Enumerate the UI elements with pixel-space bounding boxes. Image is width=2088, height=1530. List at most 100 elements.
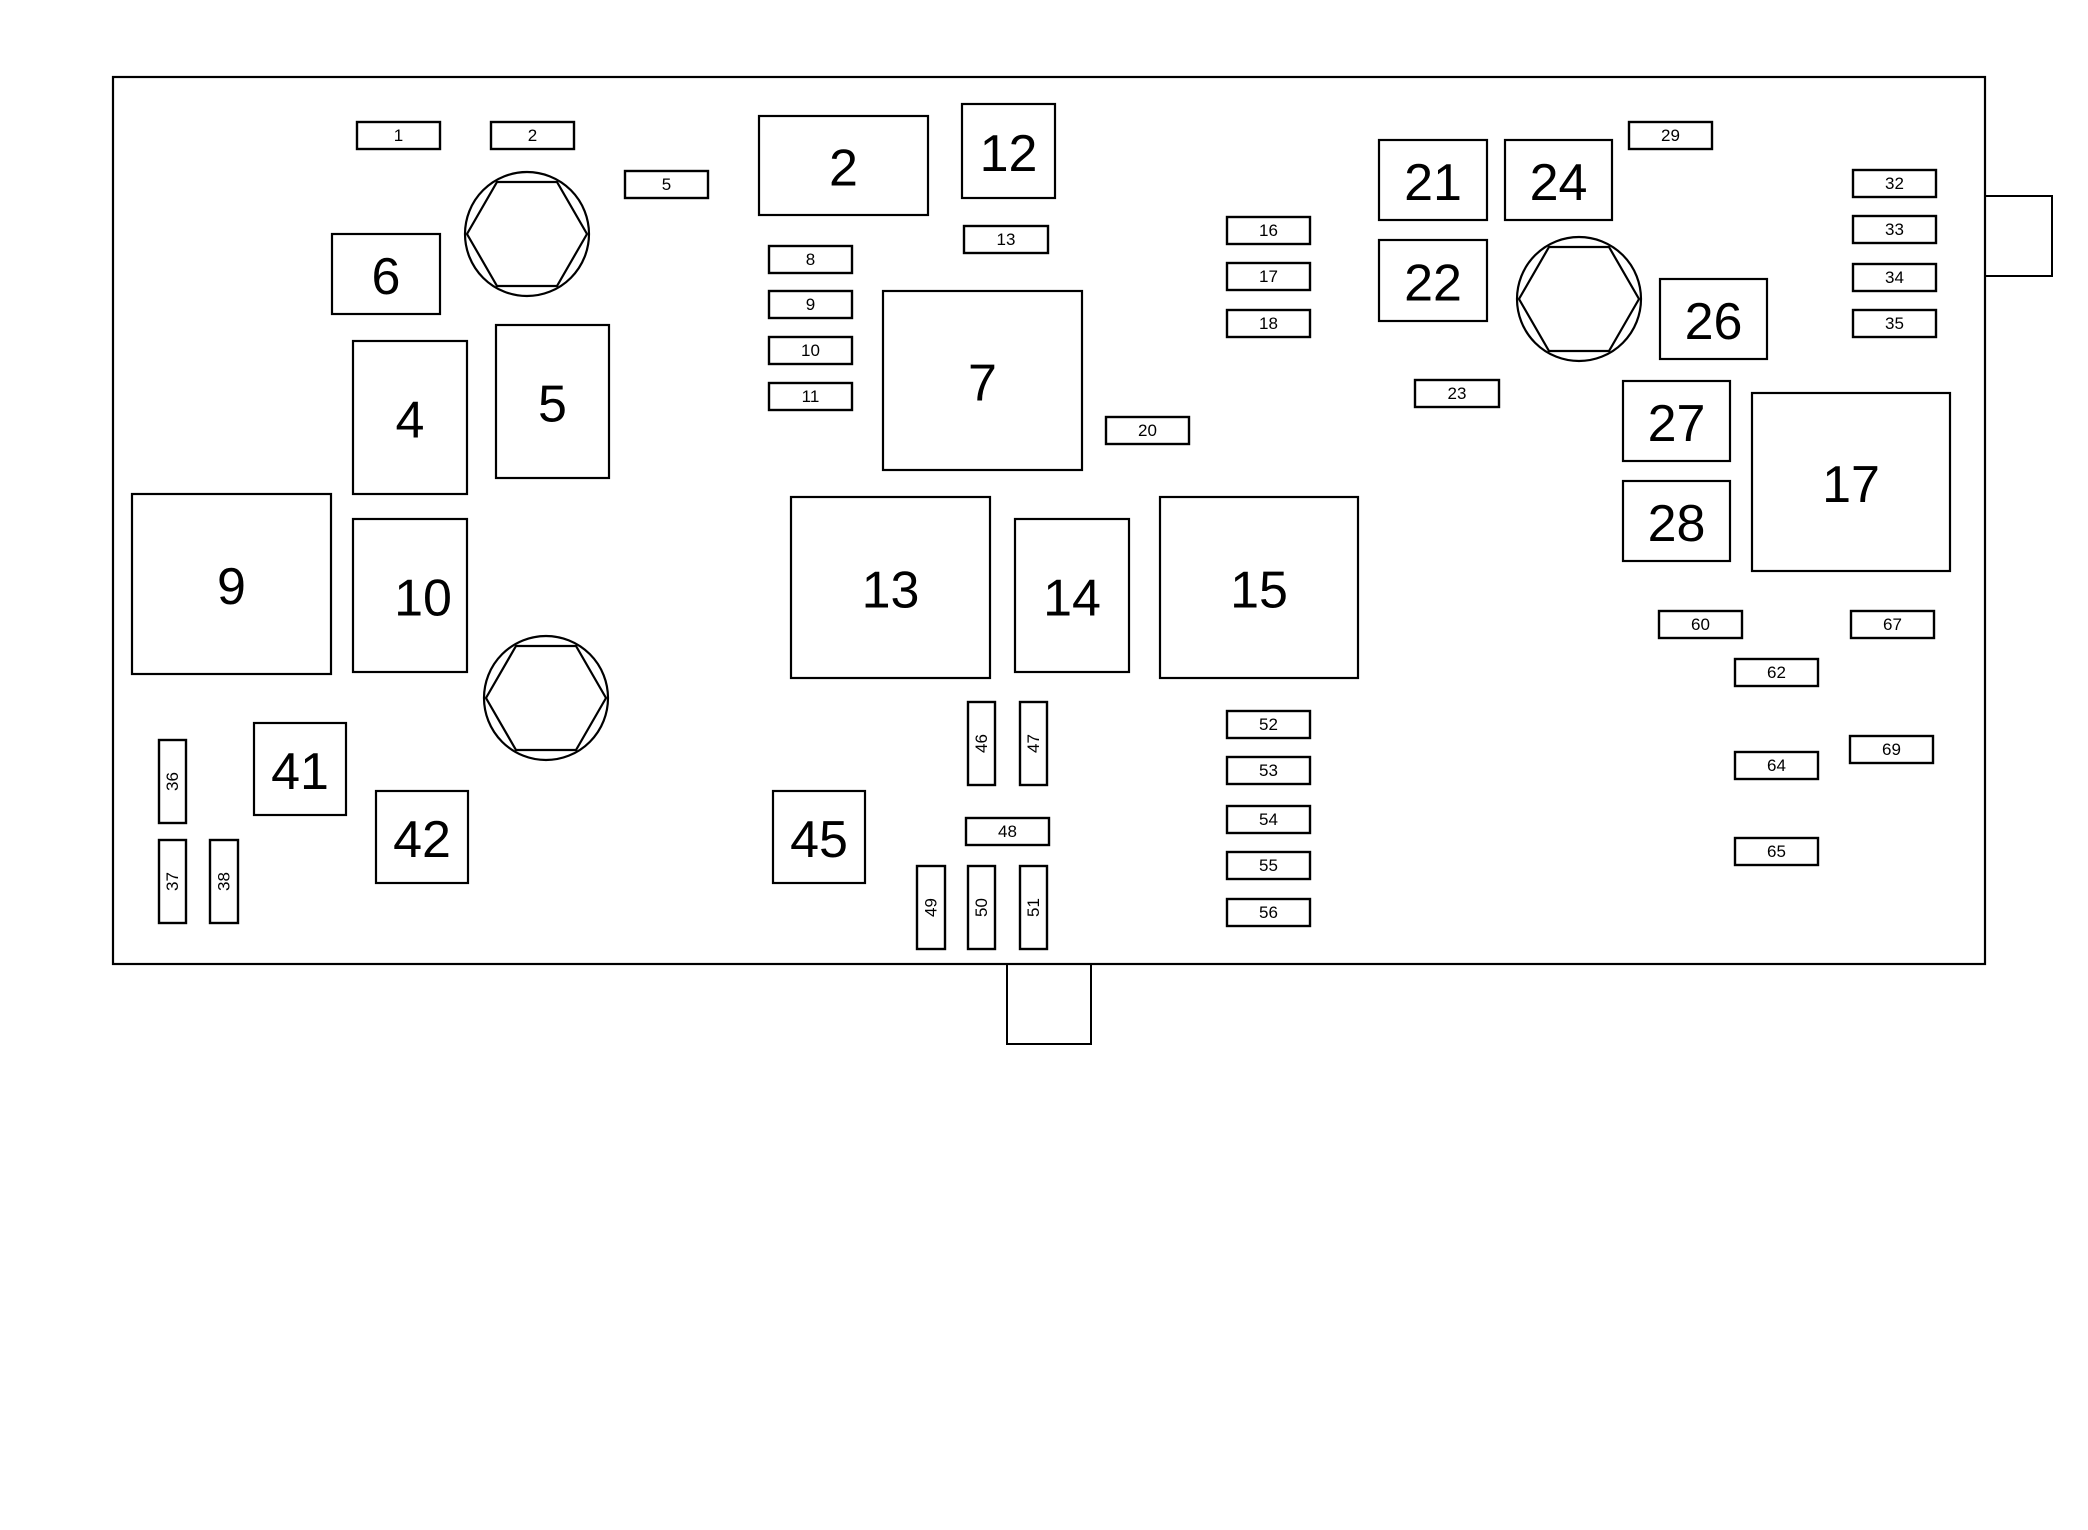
fuse-8-label: 8 — [806, 250, 815, 269]
relay-4-box — [351, 339, 469, 496]
fuse-67: 67 — [1849, 609, 1936, 640]
fuse-69: 69 — [1848, 734, 1935, 765]
fuse-17: 17 — [1225, 261, 1312, 292]
fuse-65: 65 — [1733, 836, 1820, 867]
fuse-13-label: 13 — [997, 230, 1016, 249]
fuse-34: 34 — [1851, 262, 1938, 293]
fuse-9-label: 9 — [806, 295, 815, 314]
relay-7-label: 7 — [968, 355, 997, 413]
fuse-2-label: 2 — [528, 126, 537, 145]
relay-15-box — [1158, 495, 1360, 680]
fuse-47: 47 — [1018, 700, 1049, 787]
fuse-50-box — [966, 864, 997, 951]
fuse-62: 62 — [1733, 657, 1820, 688]
fuse-5-box — [623, 169, 710, 200]
relay-5-box — [494, 323, 611, 480]
mounting-bolt-1 — [463, 170, 591, 298]
relay-21: 21 — [1377, 138, 1489, 222]
bottom-mounting-tab — [1006, 963, 1092, 1045]
fuse-53: 53 — [1225, 755, 1312, 786]
relay-28-box — [1621, 479, 1732, 563]
relay-6-box — [330, 232, 442, 316]
fuse-35: 35 — [1851, 308, 1938, 339]
fuse-2: 2 — [489, 120, 576, 151]
relay-42: 42 — [374, 789, 470, 885]
bolt-circle — [1515, 235, 1643, 363]
fuse-56: 56 — [1225, 897, 1312, 928]
fuse-36-label: 36 — [163, 772, 182, 791]
fuse-38: 38 — [208, 838, 240, 925]
fuse-52-label: 52 — [1259, 715, 1278, 734]
fuse-18: 18 — [1225, 308, 1312, 339]
fuse-52-box — [1225, 709, 1312, 740]
relay-22-label: 22 — [1404, 255, 1462, 313]
fuse-46: 46 — [966, 700, 997, 787]
fuse-33: 33 — [1851, 214, 1938, 245]
fuse-32-label: 32 — [1885, 174, 1904, 193]
relay-10-label: 10 — [394, 570, 452, 628]
fuse-69-label: 69 — [1882, 740, 1901, 759]
fuse-52: 52 — [1225, 709, 1312, 740]
relay-13-box — [789, 495, 992, 680]
relay-14-box — [1013, 517, 1131, 674]
fuse-38-label: 38 — [215, 872, 234, 891]
relay-7: 7 — [881, 289, 1084, 472]
relay-2: 2 — [757, 114, 930, 217]
fuse-54-label: 54 — [1259, 810, 1278, 829]
right-mounting-tab — [1979, 195, 2053, 277]
fuse-16-label: 16 — [1259, 221, 1278, 240]
relay-14: 14 — [1013, 517, 1131, 674]
fuse-13: 13 — [962, 224, 1050, 255]
relay-45: 45 — [771, 789, 867, 885]
fuse-29-label: 29 — [1661, 126, 1680, 145]
relay-26-box — [1658, 277, 1769, 361]
relay-21-label: 21 — [1404, 154, 1462, 212]
relay-10: 10 — [351, 517, 469, 674]
relay-12-label: 12 — [980, 125, 1038, 183]
fuse-65-box — [1733, 836, 1820, 867]
mounting-bolt-2 — [482, 634, 610, 762]
fuse-20-box — [1104, 415, 1191, 446]
relay-12: 12 — [960, 102, 1057, 200]
fuse-54-box — [1225, 804, 1312, 835]
fuse-47-box — [1018, 700, 1049, 787]
fuse-48-box — [964, 816, 1051, 847]
relay-10-box — [351, 517, 469, 674]
relay-9: 9 — [130, 492, 333, 676]
fuse-51-label: 51 — [1024, 898, 1043, 917]
relay-28: 28 — [1621, 479, 1732, 563]
relay-17-label: 17 — [1822, 456, 1880, 514]
fuse-60-label: 60 — [1691, 615, 1710, 634]
mounting-bolt-3 — [1515, 235, 1643, 363]
fuse-5-label: 5 — [662, 175, 671, 194]
relay-7-box — [881, 289, 1084, 472]
fuse-35-box — [1851, 308, 1938, 339]
relay-5: 5 — [494, 323, 611, 480]
relay-5-label: 5 — [538, 376, 567, 434]
fuse-5: 5 — [623, 169, 710, 200]
relay-12-box — [960, 102, 1057, 200]
fuse-67-label: 67 — [1883, 615, 1902, 634]
fuse-69-box — [1848, 734, 1935, 765]
fuse-37-box — [157, 838, 188, 925]
relay-17: 17 — [1750, 391, 1952, 573]
fuse-51-box — [1018, 864, 1049, 951]
relay-2-label: 2 — [829, 140, 858, 198]
relay-6: 6 — [330, 232, 442, 316]
relay-4: 4 — [351, 339, 469, 496]
fuse-10-label: 10 — [801, 341, 820, 360]
relay-13: 13 — [789, 495, 992, 680]
fuse-2-box — [489, 120, 576, 151]
relay-17-box — [1750, 391, 1952, 573]
fuse-10: 10 — [767, 335, 854, 366]
fuse-29: 29 — [1627, 120, 1714, 151]
fuse-32-box — [1851, 168, 1938, 199]
relay-24-box — [1503, 138, 1614, 222]
fuse-10-box — [767, 335, 854, 366]
fuse-46-box — [966, 700, 997, 787]
fuse-62-box — [1733, 657, 1820, 688]
fuse-1-label: 1 — [394, 126, 403, 145]
fuse-65-label: 65 — [1767, 842, 1786, 861]
relay-45-box — [771, 789, 867, 885]
fuse-36-box — [157, 738, 188, 825]
